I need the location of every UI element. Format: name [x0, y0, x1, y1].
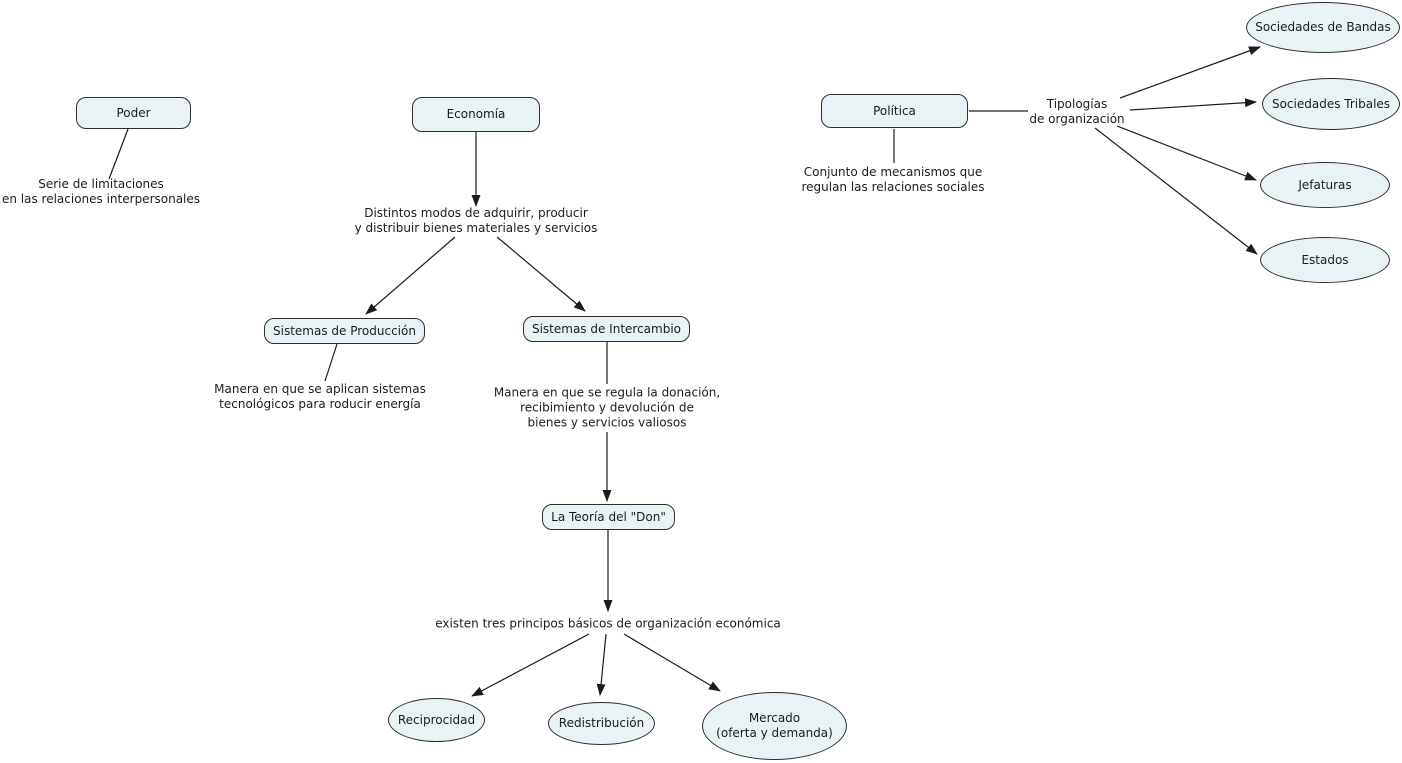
edge-tipologias-estados: [1094, 127, 1258, 255]
concept-economia[interactable]: Economía: [412, 97, 540, 132]
concept-politica[interactable]: Política: [821, 94, 968, 128]
concept-sistemas-produccion[interactable]: Sistemas de Producción: [264, 318, 425, 344]
edge-tipologias-tribales: [1129, 98, 1257, 111]
linking-phrase-poder-definition[interactable]: Serie de limitaciones en las relaciones …: [1, 177, 201, 206]
concept-mercado[interactable]: Mercado (oferta y demanda): [702, 692, 847, 760]
linking-phrase-tipologias[interactable]: Tipologías de organización: [1029, 97, 1125, 126]
edge-produccion-definition: [324, 343, 338, 382]
edge-definition-sistemas-intercambio: [496, 236, 586, 312]
concept-reciprocidad[interactable]: Reciprocidad: [388, 698, 485, 742]
concept-sistemas-intercambio[interactable]: Sistemas de Intercambio: [523, 316, 690, 342]
edge-tipologias-bandas: [1119, 46, 1261, 99]
concept-poder[interactable]: Poder: [76, 97, 191, 129]
linking-phrase-don-principios[interactable]: existen tres principos básicos de organi…: [435, 616, 781, 631]
concept-teoria-don[interactable]: La Teoría del "Don": [542, 504, 675, 530]
edge-poder-definition: [108, 128, 129, 180]
edge-definition-sistemas-produccion: [365, 236, 456, 315]
edge-principios-mercado: [623, 633, 721, 692]
edge-principios-reciprocidad: [471, 633, 590, 697]
edge-principios-redistribucion: [596, 633, 607, 696]
concept-redistribucion[interactable]: Redistribución: [548, 702, 655, 745]
edge-tipologias-jefaturas: [1116, 125, 1257, 181]
concept-sociedades-bandas[interactable]: Sociedades de Bandas: [1246, 2, 1400, 53]
linking-phrase-politica-definition[interactable]: Conjunto de mecanismos que regulan las r…: [801, 165, 985, 194]
concept-jefaturas[interactable]: Jefaturas: [1260, 162, 1390, 208]
linking-phrase-intercambio-definition[interactable]: Manera en que se regula la donación, rec…: [493, 385, 721, 430]
concept-estados[interactable]: Estados: [1260, 237, 1390, 283]
linking-phrase-produccion-definition[interactable]: Manera en que se aplican sistemas tecnol…: [214, 382, 426, 411]
linking-phrase-economia-definition[interactable]: Distintos modos de adquirir, producir y …: [354, 206, 598, 235]
concept-sociedades-tribales[interactable]: Sociedades Tribales: [1262, 78, 1400, 130]
